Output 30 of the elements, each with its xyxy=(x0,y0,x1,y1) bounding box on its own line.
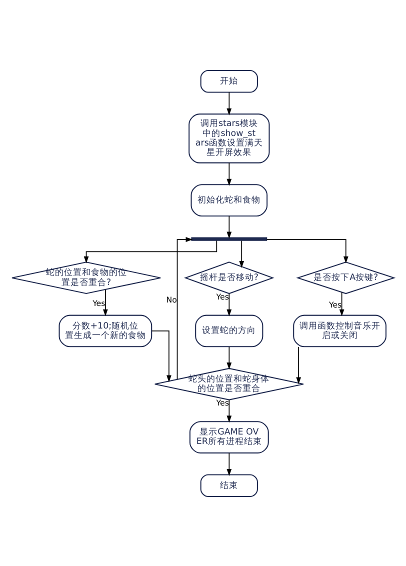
arrow xyxy=(239,240,244,268)
node-box: 结束 xyxy=(200,474,258,497)
arrow xyxy=(296,346,302,384)
node-box: 调用stars模块中的show_stars函数设置满天星开屏效果 xyxy=(188,113,270,163)
edge-label: Yes xyxy=(216,292,229,301)
node-box: 设置蛇的方向 xyxy=(195,314,264,347)
arrow xyxy=(226,399,232,422)
edge-label: Yes xyxy=(216,398,229,408)
node-box: 显示GAME OVER所有进程结束 xyxy=(189,420,269,453)
node-box: 初始化蛇和食物 xyxy=(190,184,268,216)
node-diamond: 是否按下A按键? xyxy=(296,261,396,294)
edge-label: No xyxy=(166,294,177,304)
node-box: 分数+10;随机位置生成一个新的食物 xyxy=(58,314,152,347)
arrow xyxy=(226,215,232,238)
arrow xyxy=(176,236,193,380)
edge-label: Yes xyxy=(328,300,342,309)
arrow xyxy=(226,162,232,186)
arrow xyxy=(84,240,218,263)
arrow xyxy=(266,238,348,263)
node-bar xyxy=(191,236,268,240)
arrow xyxy=(152,330,172,382)
edge-label: Yes xyxy=(92,298,106,308)
arrow xyxy=(226,91,232,115)
arrow xyxy=(102,288,108,316)
arrow xyxy=(226,292,232,316)
arrow xyxy=(226,346,232,369)
arrow xyxy=(339,291,344,316)
node-box: 开始 xyxy=(200,69,258,92)
arrow xyxy=(226,452,232,476)
node-box: 调用函数控制音乐开启或关闭 xyxy=(293,314,386,347)
